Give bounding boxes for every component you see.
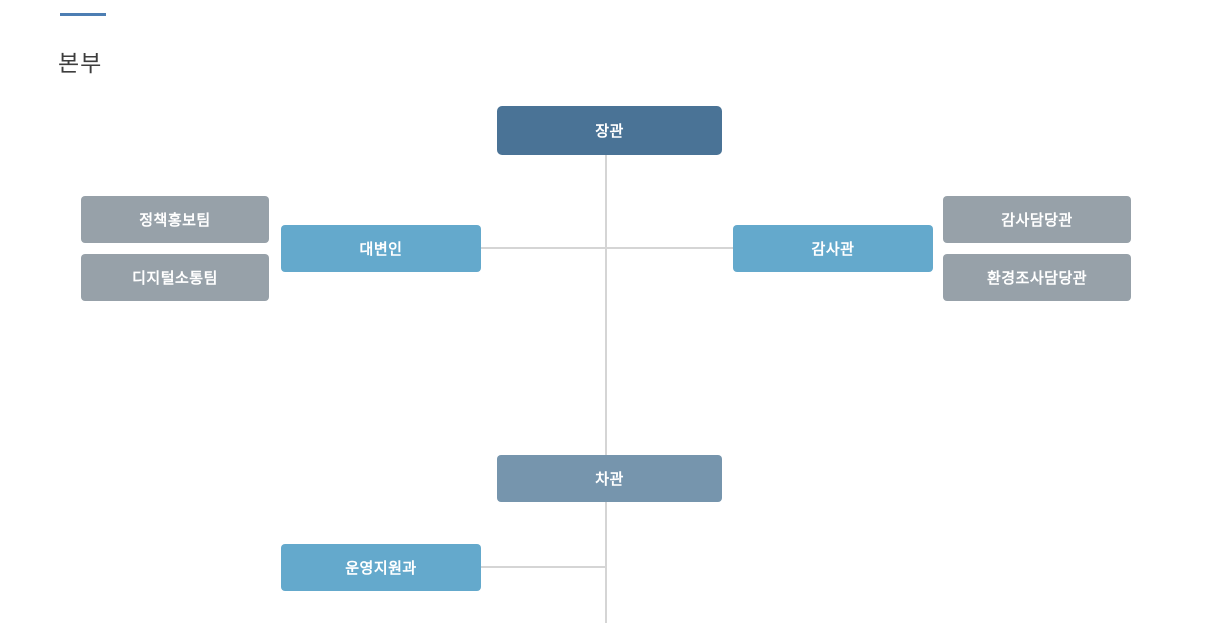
org-node-vice-minister[interactable]: 차관 — [497, 455, 722, 502]
org-node-policy-pr-team-label: 정책홍보팀 — [139, 212, 211, 229]
title-accent-bar — [60, 13, 106, 16]
org-node-spokesperson-label: 대변인 — [359, 241, 403, 258]
org-node-env-investigation-officer-label: 환경조사담당관 — [986, 270, 1088, 287]
org-node-digital-comm-team[interactable]: 디지털소통팀 — [81, 254, 269, 301]
org-node-spokesperson[interactable]: 대변인 — [281, 225, 481, 272]
org-node-digital-comm-team-label: 디지털소통팀 — [132, 270, 218, 287]
org-node-env-investigation-officer[interactable]: 환경조사담당관 — [943, 254, 1131, 301]
org-node-support-division[interactable]: 운영지원과 — [281, 544, 481, 591]
org-node-audit-officer-label: 감사담당관 — [1001, 212, 1073, 229]
org-node-support-division-label: 운영지원과 — [345, 560, 417, 577]
org-node-policy-pr-team[interactable]: 정책홍보팀 — [81, 196, 269, 243]
org-node-minister-label: 장관 — [595, 123, 624, 140]
org-node-vice-minister-label: 차관 — [595, 471, 624, 488]
page-title: 본부 — [58, 50, 103, 77]
org-node-auditor-label: 감사관 — [811, 241, 855, 258]
org-node-minister[interactable]: 장관 — [497, 106, 722, 155]
spokesperson-auditor-connector-line — [481, 247, 733, 249]
trunk-connector-line — [605, 155, 607, 623]
org-node-audit-officer[interactable]: 감사담당관 — [943, 196, 1131, 243]
support-division-connector-line — [481, 566, 607, 568]
org-node-auditor[interactable]: 감사관 — [733, 225, 933, 272]
